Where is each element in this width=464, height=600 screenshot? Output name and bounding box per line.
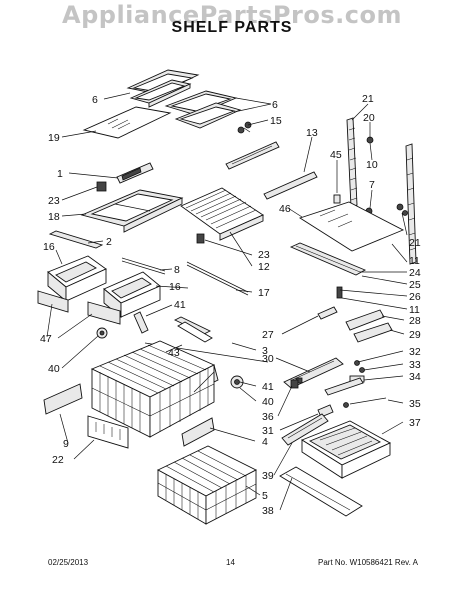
part-1-bracket xyxy=(116,162,154,184)
part-35-rod xyxy=(343,397,387,408)
callout-16-right: 16 xyxy=(169,281,181,293)
part-46-glass-shelf xyxy=(298,201,405,252)
callout-15: 15 xyxy=(270,115,282,127)
callout-33: 33 xyxy=(409,359,421,371)
callout-18: 18 xyxy=(48,211,60,223)
callout-35: 35 xyxy=(409,398,421,410)
callout-4: 4 xyxy=(262,436,268,448)
callout-22: 22 xyxy=(52,454,64,466)
callout-7: 7 xyxy=(369,179,375,191)
callout-40-left: 40 xyxy=(48,363,60,375)
callout-5: 5 xyxy=(262,490,268,502)
part-24-trim xyxy=(289,242,367,276)
part-40-roller xyxy=(96,327,244,389)
page-title: SHELF PARTS xyxy=(171,19,293,36)
callout-45: 45 xyxy=(330,149,342,161)
callout-41-upper: 41 xyxy=(174,299,186,311)
callout-20: 20 xyxy=(363,112,375,124)
part-38-drawer-front xyxy=(279,466,363,517)
callout-38: 38 xyxy=(262,505,274,517)
callout-6-left: 6 xyxy=(92,94,98,106)
part-20-screw xyxy=(366,136,374,161)
callout-11-upper: 11 xyxy=(409,255,420,267)
part-6-trim-left xyxy=(129,79,192,108)
callout-2: 2 xyxy=(106,236,112,248)
part-13-rail xyxy=(225,141,318,200)
callout-23-right: 23 xyxy=(258,249,270,261)
callout-26: 26 xyxy=(409,291,421,303)
part-36-clip xyxy=(290,379,299,389)
part-freezer-basket-lower xyxy=(157,445,257,525)
callout-21-bottom: 21 xyxy=(409,237,421,249)
watermark-text: AppliancePartsPros.com xyxy=(62,1,402,29)
callout-31: 31 xyxy=(262,425,274,437)
callout-16-left: 16 xyxy=(43,241,55,253)
callout-41-lower: 41 xyxy=(262,381,274,393)
callout-12: 12 xyxy=(258,261,270,273)
callout-21-top: 21 xyxy=(362,93,374,105)
callout-9: 9 xyxy=(63,438,69,450)
callout-23-left: 23 xyxy=(48,195,60,207)
callout-37: 37 xyxy=(409,417,421,429)
part-28-29-mount xyxy=(345,309,393,343)
part-23-clip xyxy=(96,181,205,244)
part-27-bracket xyxy=(317,286,343,320)
callout-17: 17 xyxy=(258,287,270,299)
part-19-glass-shelf xyxy=(82,106,172,139)
callout-8: 8 xyxy=(174,264,180,276)
part-8-rod xyxy=(121,257,166,275)
callout-6-right: 6 xyxy=(272,99,278,111)
part-6-trim-right xyxy=(164,90,242,129)
callout-10: 10 xyxy=(366,159,378,171)
part-18-shelf-frame xyxy=(80,189,184,233)
callout-36: 36 xyxy=(262,411,274,423)
part-16-crisper-left xyxy=(47,255,107,302)
footer-part-number: Part No. W10586421 Rev. A xyxy=(318,558,418,567)
callout-46: 46 xyxy=(279,203,291,215)
part-45-clip xyxy=(333,194,341,204)
callout-labels: 6 6 19 15 13 21 20 45 7 10 1 23 18 2 16 … xyxy=(40,93,421,517)
callout-34: 34 xyxy=(409,371,421,383)
part-2-strip xyxy=(48,230,104,249)
part-21-ladder-right xyxy=(396,143,417,265)
part-freezer-basket-upper xyxy=(90,340,216,438)
part-21-ladder-left xyxy=(346,117,358,208)
callout-19: 19 xyxy=(48,132,60,144)
part-37-drawer xyxy=(301,420,392,479)
callout-11-lower: 11 xyxy=(409,304,420,316)
part-12-wire-shelf xyxy=(180,187,264,241)
callout-30: 30 xyxy=(262,353,274,365)
callout-1: 1 xyxy=(57,168,63,180)
callout-47: 47 xyxy=(40,333,52,345)
part-16-crisper-right xyxy=(103,271,161,318)
footer-date: 02/25/2013 xyxy=(48,558,89,567)
part-30-slide-rail xyxy=(283,357,344,389)
leader-lines xyxy=(46,92,408,511)
part-15-screw xyxy=(237,121,252,134)
footer-page-number: 14 xyxy=(226,558,235,567)
part-39-handle xyxy=(281,413,329,446)
callout-32: 32 xyxy=(409,346,421,358)
callout-28: 28 xyxy=(409,315,421,327)
callout-25: 25 xyxy=(409,279,421,291)
part-9-22-dividers xyxy=(43,383,215,449)
callout-29: 29 xyxy=(409,329,421,341)
callout-40-right: 40 xyxy=(262,396,274,408)
callout-43: 43 xyxy=(168,347,180,359)
part-43-slide xyxy=(173,316,213,343)
callout-3: 3 xyxy=(262,345,268,357)
callout-24: 24 xyxy=(409,267,421,279)
part-32-33-34-hardware xyxy=(324,360,365,396)
callout-39: 39 xyxy=(262,470,274,482)
callout-27: 27 xyxy=(262,329,274,341)
part-47-crisper-fronts xyxy=(37,290,121,325)
callout-13: 13 xyxy=(306,127,318,139)
